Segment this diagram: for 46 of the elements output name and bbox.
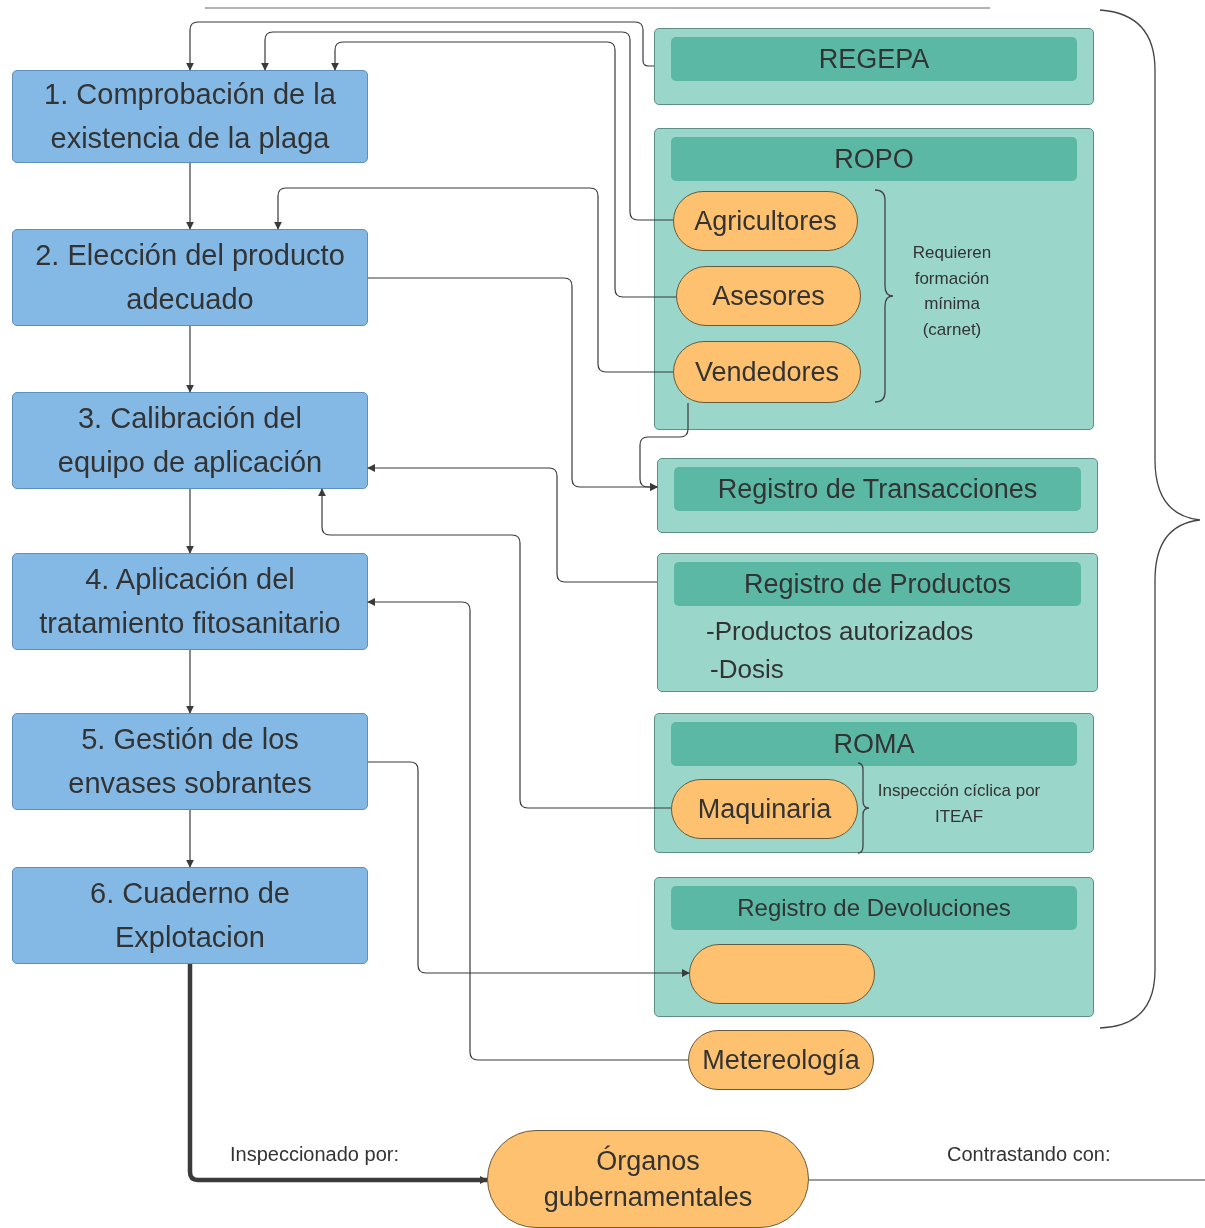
empty-pill [689,944,875,1004]
panel-header: Registro de Productos [674,562,1081,606]
note-text: Requieren formación mínima (carnet) [911,242,993,341]
connector-arrow [318,488,672,809]
connector-arrow [367,761,690,977]
actor-pill: Maquinaria [671,779,858,839]
connector-arrow [331,41,677,298]
actor-pill: Metereología [688,1030,874,1090]
connector-arrow [186,809,194,868]
panel-header: ROPO [671,137,1077,181]
actor-pill: Órganos gubernamentales [487,1130,809,1228]
panel-header: Registro de Devoluciones [671,886,1077,930]
connector-arrow [639,402,689,491]
connector-arrow [186,488,194,554]
panel-header: Registro de Transacciones [674,467,1081,511]
register-panel [654,877,1094,1017]
actor-pill: Agricultores [673,191,858,251]
edge-label: Inspeccionado por: [228,1143,401,1166]
actor-pill: Vendedores [673,341,861,403]
connector-arrow [186,325,194,393]
process-box: 6. Cuaderno de Explotacion [12,867,368,964]
connector-arrow [367,464,658,583]
list-item: -Productos autorizados [706,616,974,647]
register-panel [654,713,1094,853]
register-panel [654,128,1094,430]
process-box: 3. Calibración del equipo de aplicación [12,392,368,489]
list-item: -Dosis [710,654,784,685]
process-box: 1. Comprobación de la existencia de la plaga [12,70,368,163]
connector-arrow [367,598,689,1061]
connector-line [808,1179,1205,1181]
register-panel [657,553,1098,692]
panel-header: ROMA [671,722,1077,766]
process-box: 5. Gestión de los envases sobrantes [12,713,368,810]
connector-arrow [274,187,674,373]
note-text: Inspección cíclica por ITEAF [876,780,1042,828]
connector-arrow [261,31,674,221]
panel-header: REGEPA [671,37,1077,81]
register-panel [654,28,1094,105]
connector-arrow [186,162,194,230]
process-box: 2. Elección del producto adecuado [12,229,368,326]
actor-pill: Asesores [676,266,861,326]
connector-arrow [186,21,655,71]
connector-arrow [187,964,488,1184]
connector-arrow [186,649,194,714]
process-box: 4. Aplicación del tratamiento fitosanitario [12,553,368,650]
register-panel [657,458,1098,533]
